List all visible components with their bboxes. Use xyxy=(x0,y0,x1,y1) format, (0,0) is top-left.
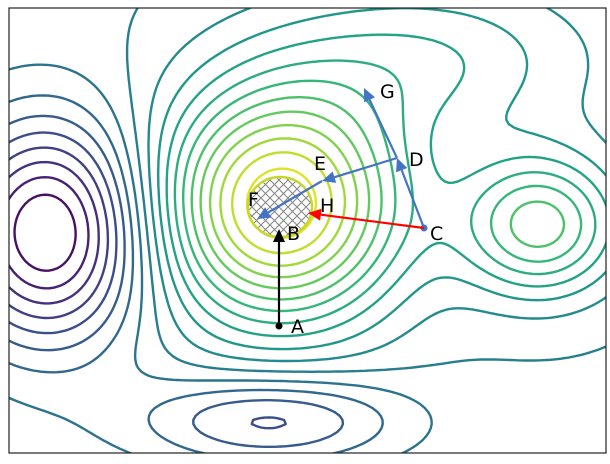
point-label-g: G xyxy=(380,81,395,103)
arrowhead-icon xyxy=(364,88,375,103)
arrow-a-to-b xyxy=(273,229,285,330)
contour-level xyxy=(9,94,384,453)
arrowhead-icon xyxy=(257,207,272,219)
contour-level xyxy=(9,146,110,320)
arrow-d-to-e xyxy=(322,156,398,183)
arrowhead-icon xyxy=(322,171,337,183)
contour-level xyxy=(208,123,359,279)
contour-level xyxy=(173,59,597,325)
point-labels: A B C D E F G H xyxy=(248,81,443,338)
arrowhead-icon xyxy=(396,158,408,173)
contour-level xyxy=(147,8,606,363)
contour-level xyxy=(219,137,347,267)
arrow-c-to-d xyxy=(396,158,428,232)
contour-level xyxy=(165,33,606,338)
start-point-dot xyxy=(275,322,283,330)
path-arrows xyxy=(257,88,428,330)
contour-level xyxy=(9,131,287,430)
contour-level xyxy=(157,8,606,351)
contour-level xyxy=(190,96,566,301)
arrow-d-to-g xyxy=(364,88,398,159)
contour-level xyxy=(9,114,345,448)
point-label-e: E xyxy=(314,153,326,175)
point-label-c: C xyxy=(430,223,443,245)
point-label-h: H xyxy=(320,195,334,217)
point-label-b: B xyxy=(287,223,300,245)
contour-level xyxy=(9,63,433,453)
hatched-region xyxy=(246,175,314,239)
arrowhead-icon xyxy=(308,208,322,221)
contour-lines xyxy=(9,8,606,453)
plot-frame xyxy=(8,7,607,454)
contour-level xyxy=(9,160,100,305)
contour-level xyxy=(231,151,333,255)
contour-level xyxy=(199,110,371,290)
arrow-c-to-h xyxy=(308,208,425,230)
contour-level xyxy=(182,79,583,313)
contour-level xyxy=(125,8,606,373)
arrowhead-icon xyxy=(273,229,285,242)
arrow-e-to-f xyxy=(257,180,323,219)
contour-level xyxy=(13,193,77,272)
point-label-f: F xyxy=(248,189,259,211)
contour-level xyxy=(9,176,90,290)
point-label-a: A xyxy=(291,316,304,338)
point-label-d: D xyxy=(409,149,424,171)
